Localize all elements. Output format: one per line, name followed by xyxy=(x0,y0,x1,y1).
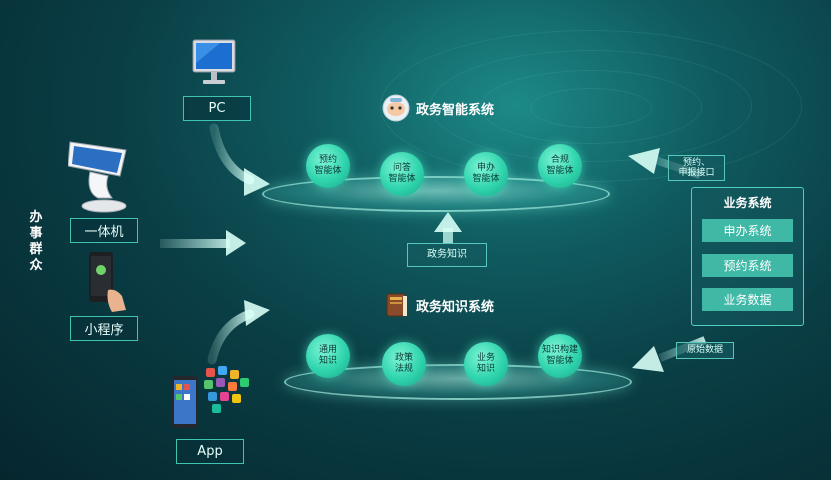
up-arrow xyxy=(443,228,453,244)
app-arrowhead xyxy=(244,300,270,326)
ripple-ring xyxy=(380,30,802,182)
node-business-knowledge[interactable]: 业务 知识 xyxy=(464,342,508,386)
interface-arrowhead xyxy=(628,148,660,174)
kiosk-arrow xyxy=(160,239,230,248)
raw-data-label: 原始数据 xyxy=(676,342,734,359)
knowledge-system-title: 政务知识系统 xyxy=(416,300,495,315)
ripple-ring xyxy=(480,70,702,144)
smartphone-icon xyxy=(89,252,126,312)
kiosk-icon xyxy=(68,141,127,213)
monitor-icon xyxy=(192,39,236,84)
rawdata-arrowhead xyxy=(632,346,664,372)
crowd-char: 众 xyxy=(29,258,43,273)
app-label: App xyxy=(176,439,244,464)
business-system-panel: 业务系统 申办系统 预约系统 业务数据 xyxy=(691,187,804,326)
application-system-item[interactable]: 申办系统 xyxy=(702,219,793,242)
pc-label: PC xyxy=(183,96,251,121)
app-arrow xyxy=(207,309,255,365)
kiosk-label: 一体机 xyxy=(70,218,138,243)
app-phone-icon xyxy=(172,366,249,428)
miniprogram-label: 小程序 xyxy=(70,316,138,341)
node-application-agent[interactable]: 申办 智能体 xyxy=(464,152,508,196)
node-qa-agent[interactable]: 问答 智能体 xyxy=(380,152,424,196)
ripple-ring xyxy=(530,88,652,128)
node-knowledge-build-agent[interactable]: 知识构建 智能体 xyxy=(538,334,582,378)
gov-knowledge-label: 政务知识 xyxy=(407,243,487,267)
node-reservation-agent[interactable]: 预约 智能体 xyxy=(306,144,350,188)
node-compliance-agent[interactable]: 合规 智能体 xyxy=(538,144,582,188)
book-icon xyxy=(386,293,407,317)
node-general-knowledge[interactable]: 通用 知识 xyxy=(306,334,350,378)
crowd-char: 办 xyxy=(29,210,43,225)
crowd-char: 群 xyxy=(29,242,43,257)
pc-arrowhead xyxy=(244,168,270,196)
crowd-char: 事 xyxy=(29,226,43,241)
interface-label: 预约、 申报接口 xyxy=(668,155,725,181)
up-arrowhead xyxy=(434,212,462,232)
business-data-item[interactable]: 业务数据 xyxy=(702,288,793,311)
smart-system-title: 政务智能系统 xyxy=(416,103,495,118)
business-system-title: 业务系统 xyxy=(723,196,772,210)
ripple-ring xyxy=(430,50,752,162)
node-policy-regulation[interactable]: 政策 法规 xyxy=(382,342,426,386)
robot-icon xyxy=(382,94,410,122)
kiosk-arrowhead xyxy=(226,230,246,256)
reservation-system-item[interactable]: 预约系统 xyxy=(702,254,793,277)
